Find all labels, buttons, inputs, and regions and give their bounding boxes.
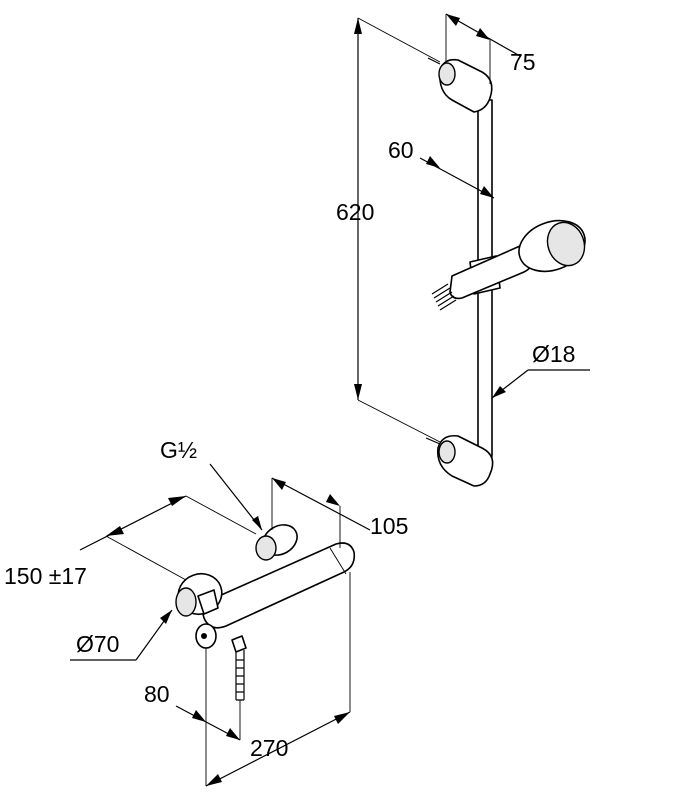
front-connector	[197, 589, 219, 615]
arrow-150-a	[106, 526, 124, 536]
arrow-105-a	[272, 478, 286, 490]
arrow-60-b	[480, 186, 494, 198]
leader-g12	[209, 463, 263, 531]
dim-rosette-diameter: Ø70	[70, 609, 173, 661]
ext-line-top	[357, 17, 441, 63]
hose-outlet	[231, 635, 247, 653]
arrow-270-b	[334, 712, 350, 724]
label-620: 620	[336, 199, 374, 225]
arrow-75-a	[446, 14, 460, 26]
dim-line-105	[271, 477, 371, 531]
label-75: 75	[510, 49, 536, 75]
top-bracket-face	[438, 62, 456, 86]
ext-150-rear	[185, 495, 257, 535]
arrow-g12	[252, 516, 262, 530]
bottom-screw	[425, 437, 441, 445]
arrow-620-top	[354, 18, 362, 34]
ext-150-front	[105, 535, 187, 581]
shower-mixer-assembly	[175, 524, 356, 701]
label-105: 105	[370, 513, 408, 539]
arrow-80-a	[192, 710, 206, 722]
hose-connector	[431, 283, 457, 311]
outlet-knob-center	[201, 633, 207, 639]
ext-line-bottom	[357, 399, 441, 443]
shower-rail-assembly	[425, 57, 586, 487]
dim-rail-diameter: Ø18	[491, 341, 590, 399]
dim-line-270	[205, 711, 351, 787]
label-150: 150 ±17	[4, 563, 87, 589]
rear-rosette-face	[255, 535, 277, 561]
label-70: Ø70	[76, 631, 119, 657]
dim-inlet-thread: G½	[160, 437, 263, 531]
arrow-150-b	[168, 496, 186, 506]
arrow-60-a	[426, 156, 440, 168]
dim-mixer-width: 270	[205, 572, 351, 787]
arrow-105-b	[326, 494, 340, 506]
arrow-270-a	[206, 774, 222, 786]
arrow-70	[160, 610, 172, 624]
label-80: 80	[144, 681, 170, 707]
dim-holder-depth: 60	[388, 137, 495, 199]
arrow-18	[492, 386, 506, 398]
arrow-75-b	[476, 28, 490, 40]
dim-rail-length: 620	[336, 17, 441, 443]
arrow-80-b	[226, 728, 240, 740]
hand-shower-spray-face	[546, 221, 586, 267]
dim-outlet-offset: 80	[144, 648, 241, 741]
label-18: Ø18	[532, 341, 575, 367]
front-rosette-face	[175, 587, 197, 617]
dim-inlet-spacing: 150 ±17	[4, 495, 257, 589]
mixer-end-line	[329, 547, 347, 575]
dim-line-150-ext	[79, 495, 187, 551]
dim-wall-offset: 75	[445, 13, 536, 84]
bottom-bracket-face	[438, 440, 456, 464]
mixer-hose	[235, 650, 245, 701]
top-screw	[427, 57, 441, 65]
label-60: 60	[388, 137, 414, 163]
dim-mixer-depth: 105	[271, 477, 408, 548]
label-270: 270	[250, 735, 288, 761]
label-g12: G½	[160, 437, 197, 463]
arrow-620-bottom	[354, 384, 362, 400]
hand-shower	[431, 219, 586, 311]
